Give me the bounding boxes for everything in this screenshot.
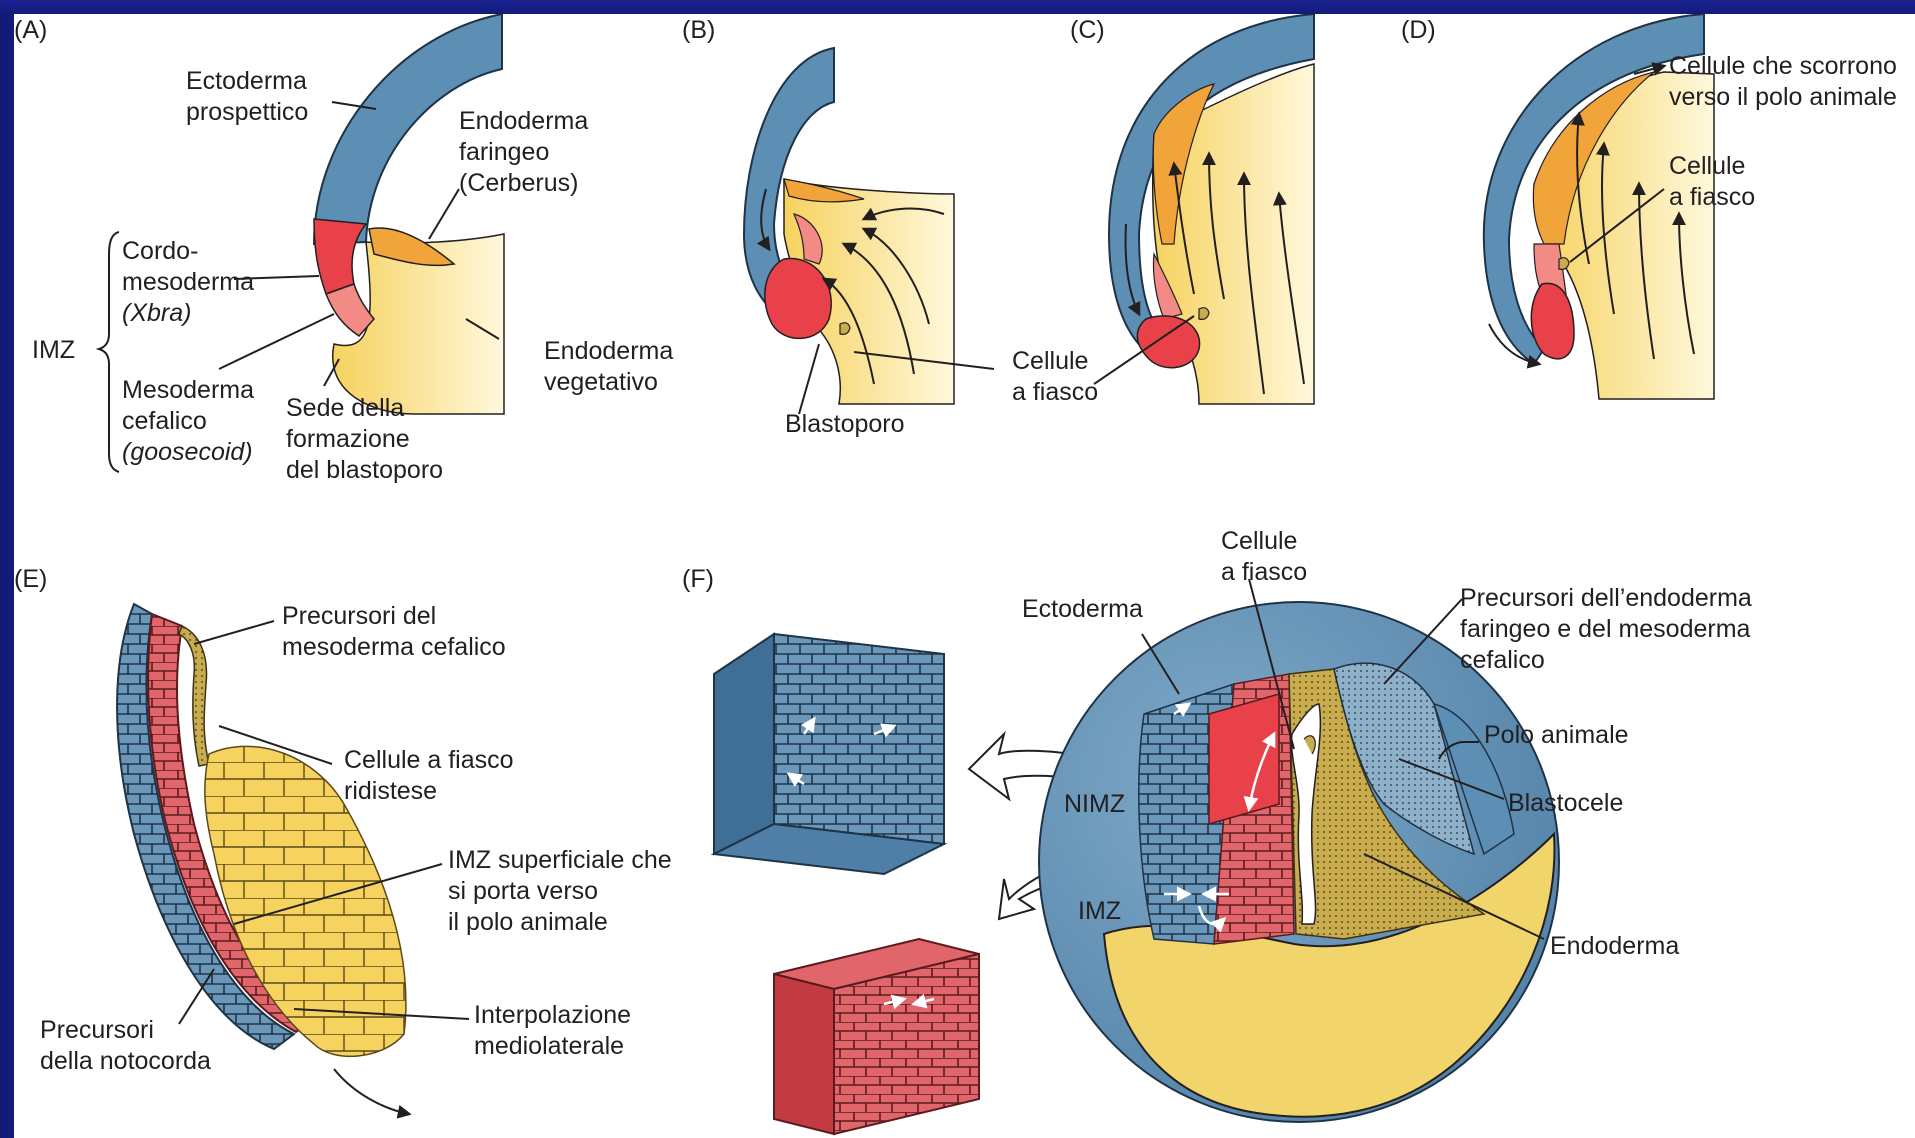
a-endo-veg-1: Endoderma (544, 337, 673, 365)
c-cellule-2: a fiasco (1012, 378, 1098, 406)
a-sede-3: del blastoporo (286, 456, 443, 484)
panel-b-letter: (B) (682, 16, 715, 44)
f-prec-3: cefalico (1460, 646, 1545, 674)
a-cordo-3: (Xbra) (122, 299, 191, 327)
e-prec-meso-1: Precursori del (282, 602, 436, 630)
a-meso-cef-3: (goosecoid) (122, 438, 253, 466)
panel-d: (D) Cellule che scorrono verso il polo a… (1401, 14, 1897, 399)
f-fiasco-1: Cellule (1221, 527, 1297, 555)
f-ectoderm-tissue-block (714, 634, 944, 874)
panel-c-letter: (C) (1070, 16, 1105, 44)
f-imz: IMZ (1078, 897, 1121, 925)
panel-f-letter: (F) (682, 565, 714, 593)
a-endoderma-far-1: Endoderma (459, 107, 588, 135)
a-head-mesoderm (326, 284, 374, 336)
panel-f: (F) (682, 527, 1752, 1134)
e-interp-2: mediolaterale (474, 1032, 624, 1060)
e-imz-sup-3: il polo animale (448, 908, 608, 936)
panel-e-letter: (E) (14, 565, 47, 593)
f-mesoderm-tissue-block (774, 939, 979, 1134)
b-blastoporo: Blastoporo (785, 410, 905, 438)
a-meso-cef-1: Mesoderma (122, 376, 254, 404)
c-cellule-1: Cellule (1012, 347, 1088, 375)
d-scorrono-2: verso il polo animale (1669, 83, 1897, 111)
f-blastocele: Blastocele (1508, 789, 1623, 817)
f-fiasco-2: a fiasco (1221, 558, 1307, 586)
e-interp-1: Interpolazione (474, 1001, 631, 1029)
d-scorrono-1: Cellule che scorrono (1669, 52, 1897, 80)
a-cordo-1: Cordo- (122, 237, 198, 265)
a-ectoderma-1: Ectoderma (186, 67, 307, 95)
a-endo-veg-2: vegetativo (544, 368, 658, 396)
panel-d-letter: (D) (1401, 16, 1436, 44)
panel-a: (A) Ectoderma prospettico Endoderma fari… (14, 14, 673, 484)
e-rid-1: Cellule a fiasco (344, 746, 514, 774)
a-cordo-2: mesoderma (122, 268, 254, 296)
f-prec-2: faringeo e del mesoderma (1460, 615, 1751, 643)
a-meso-cef-2: cefalico (122, 407, 207, 435)
panel-a-letter: (A) (14, 16, 47, 44)
f-nimz: NIMZ (1064, 790, 1125, 818)
e-bottle-cells (179, 626, 209, 766)
gastrulation-figure: (A) Ectoderma prospettico Endoderma fari… (14, 14, 1915, 1138)
f-endoderma: Endoderma (1550, 932, 1679, 960)
panel-b: (B) Blastoporo (682, 16, 954, 438)
figure-frame: (A) Ectoderma prospettico Endoderma fari… (14, 14, 1915, 1138)
e-rid-2: ridistese (344, 777, 437, 805)
a-endoderma-far-3: (Cerberus) (459, 169, 578, 197)
a-ectoderma-2: prospettico (186, 98, 308, 126)
a-imz: IMZ (32, 336, 75, 364)
a-chordamesoderm (314, 219, 366, 294)
c-mesoderm (1137, 316, 1199, 368)
d-fiasco-1: Cellule (1669, 152, 1745, 180)
f-embryo (1039, 602, 1559, 1122)
f-polo: Polo animale (1484, 721, 1629, 749)
d-fiasco-2: a fiasco (1669, 183, 1755, 211)
f-prec-1: Precursori dell’endoderma (1460, 584, 1752, 612)
e-imz-sup-2: si porta verso (448, 877, 598, 905)
a-sede-2: formazione (286, 425, 410, 453)
e-prec-meso-2: mesoderma cefalico (282, 633, 506, 661)
a-sede-1: Sede della (286, 394, 404, 422)
e-prec-noto-1: Precursori (40, 1016, 154, 1044)
f-ectoderma: Ectoderma (1022, 595, 1143, 623)
panel-e: (E) Precursori del mesoderma cefalico Ce… (14, 565, 672, 1114)
e-prec-noto-2: della notocorda (40, 1047, 211, 1075)
a-endoderma-far-2: faringeo (459, 138, 549, 166)
e-imz-sup-1: IMZ superficiale che (448, 846, 672, 874)
